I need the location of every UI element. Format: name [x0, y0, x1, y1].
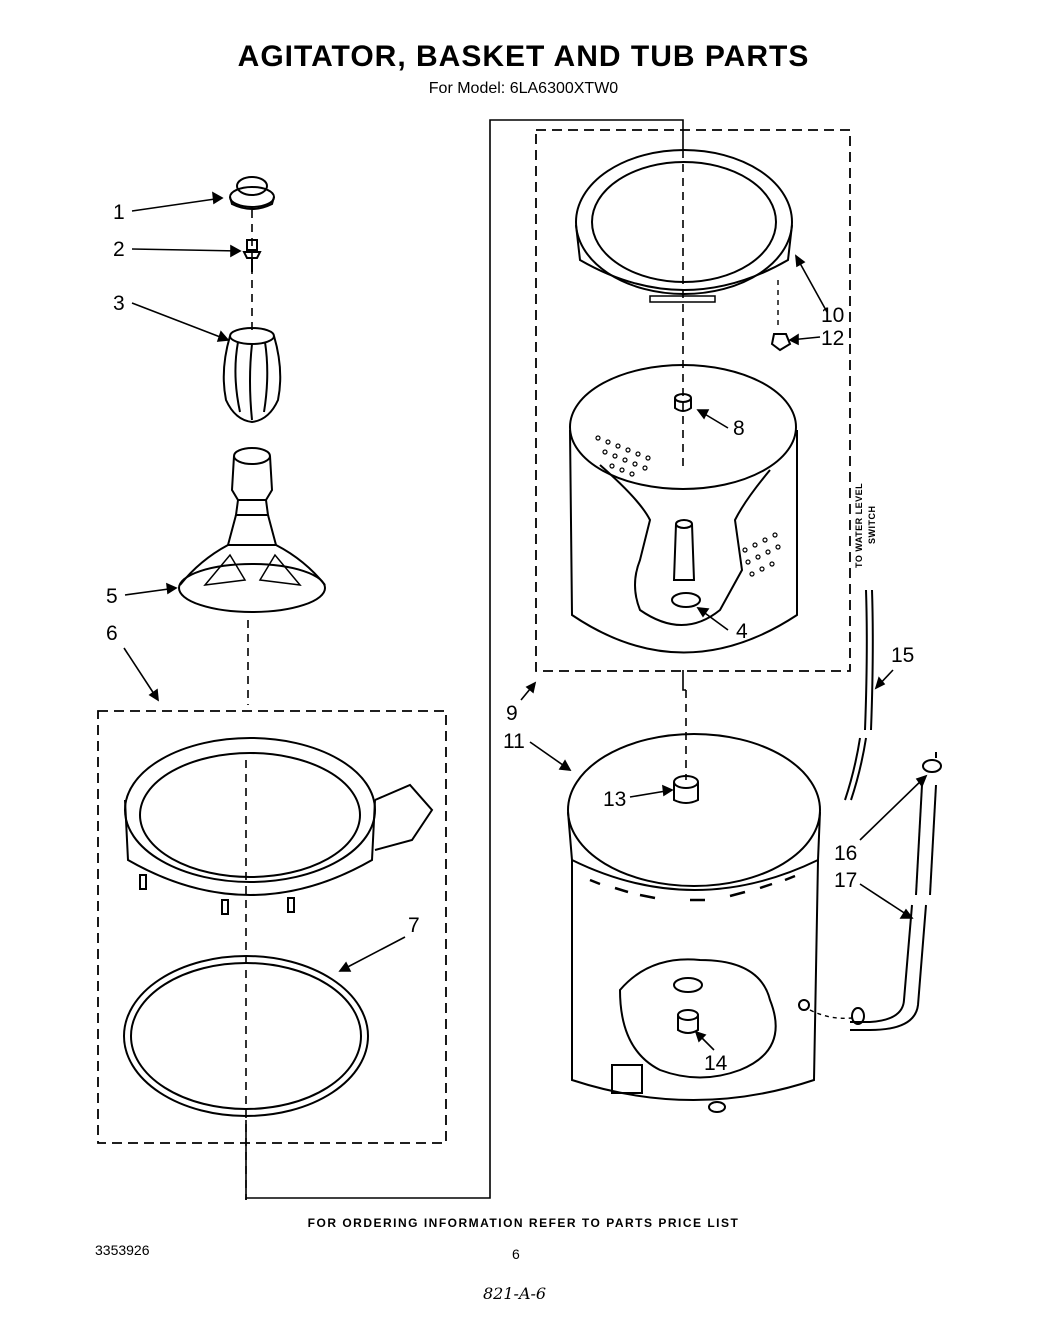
part-basket-hub	[671, 519, 701, 608]
part-tub-ring-gasket	[123, 955, 369, 1117]
callout-4: 4	[736, 620, 748, 643]
callout-7: 7	[408, 914, 420, 937]
callout-5: 5	[106, 585, 118, 608]
callout-15: 15	[891, 644, 914, 667]
part-clip	[770, 280, 792, 352]
part-tub-ring	[124, 737, 434, 915]
part-hose	[809, 784, 937, 1031]
ordering-note: FOR ORDERING INFORMATION REFER TO PARTS …	[307, 1216, 740, 1230]
right-axis-step	[682, 670, 686, 691]
water-level-switch-label: TO WATER LEVEL SWITCH	[854, 483, 877, 568]
part-agitator-cap	[229, 176, 275, 210]
part-water-level-tube	[844, 589, 874, 801]
basket-perforations	[595, 435, 781, 577]
part-basket	[569, 364, 798, 654]
callout-12: 12	[821, 327, 844, 350]
callout-14: 14	[704, 1052, 728, 1075]
part-tub-bearing	[673, 775, 699, 804]
part-outer-tub	[567, 733, 821, 1113]
document-number: 3353926	[95, 1242, 150, 1258]
group-box-tub-ring	[97, 710, 447, 1144]
callout-2: 2	[113, 238, 125, 261]
part-agitator	[178, 447, 326, 613]
callout-13: 13	[603, 788, 626, 811]
page-title: AGITATOR, BASKET AND TUB PARTS	[237, 40, 810, 73]
connector-line	[245, 119, 684, 1200]
callout-1: 1	[113, 201, 125, 224]
callout-8: 8	[733, 417, 745, 440]
callout-17: 17	[834, 869, 857, 892]
side-label-line2: SWITCH	[867, 506, 877, 545]
model-subtitle: For Model: 6LA6300XTW0	[428, 80, 619, 97]
callout-3: 3	[113, 292, 125, 315]
side-label-line1: TO WATER LEVEL	[854, 483, 864, 568]
callout-6: 6	[106, 622, 118, 645]
callout-16: 16	[834, 842, 857, 865]
callout-11: 11	[503, 730, 525, 753]
page-number: 6	[512, 1246, 520, 1262]
part-hose-clamp	[922, 752, 942, 773]
leader-arrows	[123, 191, 928, 1051]
part-drive-nut	[674, 393, 692, 412]
part-agitator-cam	[222, 327, 282, 424]
callout-numbers: 1 2 3 5 6 7 8 4 9 10 12 11 13 14 15 16 1…	[106, 201, 914, 1075]
callout-9: 9	[506, 702, 518, 725]
part-balance-ring	[575, 149, 793, 303]
group-box-basket	[535, 129, 851, 672]
handwritten-reference: 821-A-6	[483, 1284, 547, 1303]
part-bolt	[242, 239, 262, 272]
part-drain-fitting	[673, 977, 703, 1034]
callout-10: 10	[821, 304, 844, 327]
